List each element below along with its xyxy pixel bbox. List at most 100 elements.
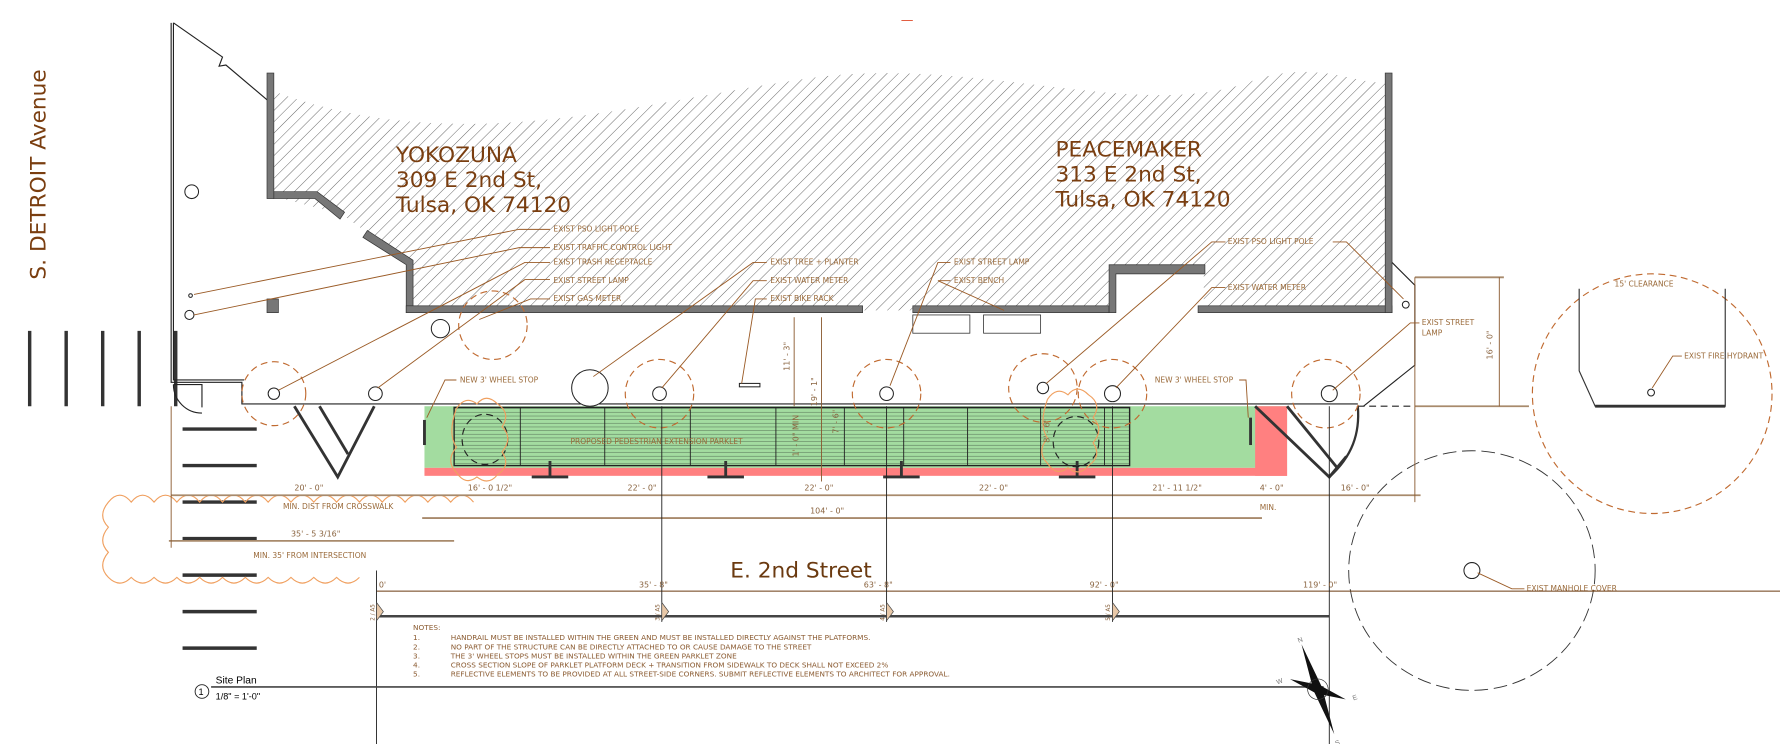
svg-text:16' - 0": 16' - 0" — [1341, 484, 1370, 493]
svg-text:EXIST WATER METER: EXIST WATER METER — [770, 276, 848, 285]
bench-icon — [912, 314, 971, 334]
svg-text:EXIST STREET LAMP: EXIST STREET LAMP — [553, 276, 629, 285]
svg-text:16' - 0": 16' - 0" — [1485, 330, 1494, 359]
svg-text:PEACEMAKER: PEACEMAKER — [1055, 137, 1202, 162]
svg-text:0': 0' — [379, 581, 386, 590]
parklet-label: PROPOSED PEDESTRIAN EXTENSION PARKLET — [571, 437, 743, 446]
street-name-detroit: S. DETROIT Avenue — [27, 69, 52, 279]
svg-text:MIN. 35' FROM INTERSECTION: MIN. 35' FROM INTERSECTION — [253, 551, 366, 560]
svg-text:1: 1 — [199, 687, 204, 697]
svg-text:1/8" = 1'-0": 1/8" = 1'-0" — [216, 691, 260, 701]
svg-text:EXIST STREET: EXIST STREET — [1422, 318, 1475, 327]
svg-text:Tulsa, OK 74120: Tulsa, OK 74120 — [1054, 188, 1230, 213]
svg-text:5 / A5: 5 / A5 — [1106, 604, 1112, 621]
svg-text:63' - 8": 63' - 8" — [864, 581, 893, 590]
dimension-text: 20' - 0" 16' - 0 1/2" 22' - 0" 22' - 0" … — [291, 330, 1495, 538]
parklet-platform — [453, 406, 1131, 467]
svg-text:EXIST TREE + PLANTER: EXIST TREE + PLANTER — [770, 258, 858, 267]
svg-text:CROSS SECTION SLOPE OF PARKLET: CROSS SECTION SLOPE OF PARKLET PLATFORM … — [451, 661, 889, 670]
tree-canopies — [241, 273, 1773, 691]
svg-text:313 E 2nd St,: 313 E 2nd St, — [1055, 162, 1201, 187]
svg-text:3.: 3. — [413, 651, 420, 660]
tree-grate-icon — [571, 369, 609, 407]
svg-text:20' - 0": 20' - 0" — [294, 484, 323, 493]
svg-text:EXIST TRAFFIC CONTROL LIGHT: EXIST TRAFFIC CONTROL LIGHT — [553, 243, 672, 252]
manhole-clearance-circle — [1348, 450, 1596, 691]
revision-clouds — [102, 388, 1100, 584]
svg-text:35' - 8": 35' - 8" — [639, 581, 668, 590]
svg-text:8' - 6": 8' - 6" — [1043, 419, 1052, 443]
svg-text:YOKOZUNA: YOKOZUNA — [395, 143, 517, 168]
bench-icon — [983, 314, 1042, 334]
svg-text:3 / A5: 3 / A5 — [656, 604, 662, 621]
svg-text:2 / A5: 2 / A5 — [370, 604, 376, 621]
svg-text:MIN. DIST FROM CROSSWALK: MIN. DIST FROM CROSSWALK — [283, 502, 394, 511]
svg-text:EXIST MANHOLE COVER: EXIST MANHOLE COVER — [1527, 584, 1617, 593]
svg-text:104' - 0": 104' - 0" — [810, 506, 844, 515]
svg-text:EXIST FIRE HYDRANT: EXIST FIRE HYDRANT — [1684, 351, 1763, 360]
svg-text:1.: 1. — [413, 633, 420, 642]
buffer-zone-red-end — [1255, 406, 1288, 476]
svg-text:Site Plan: Site Plan — [216, 676, 257, 687]
buffer-zone-red — [424, 467, 1288, 476]
svg-text:15' CLEARANCE: 15' CLEARANCE — [1615, 279, 1674, 288]
svg-text:119' - 0": 119' - 0" — [1303, 581, 1337, 590]
building-yokozuna: YOKOZUNA 309 E 2nd St, Tulsa, OK 74120 — [395, 143, 571, 218]
svg-text:EXIST PSO LIGHT POLE: EXIST PSO LIGHT POLE — [1228, 237, 1314, 246]
building-footprint — [273, 71, 1388, 311]
view-title: 1 Site Plan 1/8" = 1'-0" — [194, 676, 1324, 701]
svg-text:35' - 5 3/16": 35' - 5 3/16" — [291, 529, 340, 538]
crosswalk-west — [27, 330, 178, 407]
hydrant-curb — [1578, 288, 1726, 407]
svg-text:NO PART OF THE STRUCTURE CAN B: NO PART OF THE STRUCTURE CAN BE DIRECTLY… — [451, 642, 812, 651]
svg-text:THE 3' WHEEL STOPS MUST BE INS: THE 3' WHEEL STOPS MUST BE INSTALLED WIT… — [450, 651, 737, 660]
building-peacemaker: PEACEMAKER 313 E 2nd St, Tulsa, OK 74120 — [1054, 137, 1230, 212]
svg-text:EXIST GAS METER: EXIST GAS METER — [553, 294, 621, 303]
svg-text:REFLECTIVE ELEMENTS TO BE PROV: REFLECTIVE ELEMENTS TO BE PROVIDED AT AL… — [451, 670, 950, 679]
building-walls — [266, 72, 1393, 334]
leader-lines — [193, 228, 1682, 590]
svg-text:EXIST PSO LIGHT POLE: EXIST PSO LIGHT POLE — [553, 225, 639, 234]
svg-text:19' - 1": 19' - 1" — [810, 377, 819, 406]
view-number-badge — [194, 684, 210, 699]
svg-text:11' - 3": 11' - 3" — [783, 342, 792, 371]
svg-text:2.: 2. — [413, 642, 420, 651]
svg-text:NOTES:: NOTES: — [413, 623, 440, 632]
fixtures — [184, 184, 1656, 580]
svg-text:4.: 4. — [413, 661, 420, 670]
svg-text:92' - 0": 92' - 0" — [1090, 581, 1119, 590]
svg-text:HANDRAIL MUST BE INSTALLED WIT: HANDRAIL MUST BE INSTALLED WITHIN THE GR… — [451, 633, 871, 642]
svg-text:1' - 0" MIN: 1' - 0" MIN — [792, 415, 801, 457]
svg-text:5.: 5. — [413, 670, 420, 679]
svg-text:E: E — [1352, 694, 1359, 702]
svg-text:EXIST BIKE RACK: EXIST BIKE RACK — [770, 294, 834, 303]
street-name-2nd: E. 2nd Street — [730, 558, 871, 583]
notes: NOTES: 1. HANDRAIL MUST BE INSTALLED WITH… — [413, 623, 950, 679]
dimension-lines — [168, 276, 1529, 548]
svg-text:4' - 0": 4' - 0" — [1260, 484, 1284, 493]
wheel-stops — [423, 417, 1252, 479]
svg-text:309 E 2nd St,: 309 E 2nd St, — [396, 168, 542, 193]
svg-text:S: S — [1334, 739, 1341, 744]
svg-text:N: N — [1297, 636, 1304, 644]
svg-text:W: W — [1276, 677, 1285, 686]
svg-text:LAMP: LAMP — [1422, 328, 1443, 337]
svg-text:4 / A5: 4 / A5 — [880, 604, 886, 621]
svg-text:EXIST STREET LAMP: EXIST STREET LAMP — [954, 258, 1030, 267]
svg-text:22' - 0": 22' - 0" — [979, 484, 1008, 493]
svg-text:16' - 0 1/2": 16' - 0 1/2" — [468, 484, 512, 493]
svg-text:22' - 0": 22' - 0" — [804, 484, 833, 493]
crosswalk-south — [182, 427, 257, 650]
svg-text:21' - 11 1/2": 21' - 11 1/2" — [1152, 484, 1201, 493]
svg-text:EXIST TRASH RECEPTACLE: EXIST TRASH RECEPTACLE — [553, 258, 652, 267]
station-line: 0' 35' - 8" 63' - 8" 92' - 0" 119' - 0" … — [370, 406, 1780, 744]
north-arrow-icon: N S E W — [1276, 636, 1359, 744]
svg-text:NEW 3' WHEEL STOP: NEW 3' WHEEL STOP — [460, 375, 539, 384]
svg-text:MIN.: MIN. — [1260, 503, 1277, 512]
callout-labels: EXIST PSO LIGHT POLE EXIST TRAFFIC CONTR… — [253, 225, 1763, 593]
svg-text:Tulsa, OK 74120: Tulsa, OK 74120 — [395, 193, 571, 218]
svg-text:22' - 0": 22' - 0" — [628, 484, 657, 493]
svg-text:EXIST BENCH: EXIST BENCH — [954, 276, 1004, 285]
svg-text:NEW 3' WHEEL STOP: NEW 3' WHEEL STOP — [1155, 375, 1234, 384]
